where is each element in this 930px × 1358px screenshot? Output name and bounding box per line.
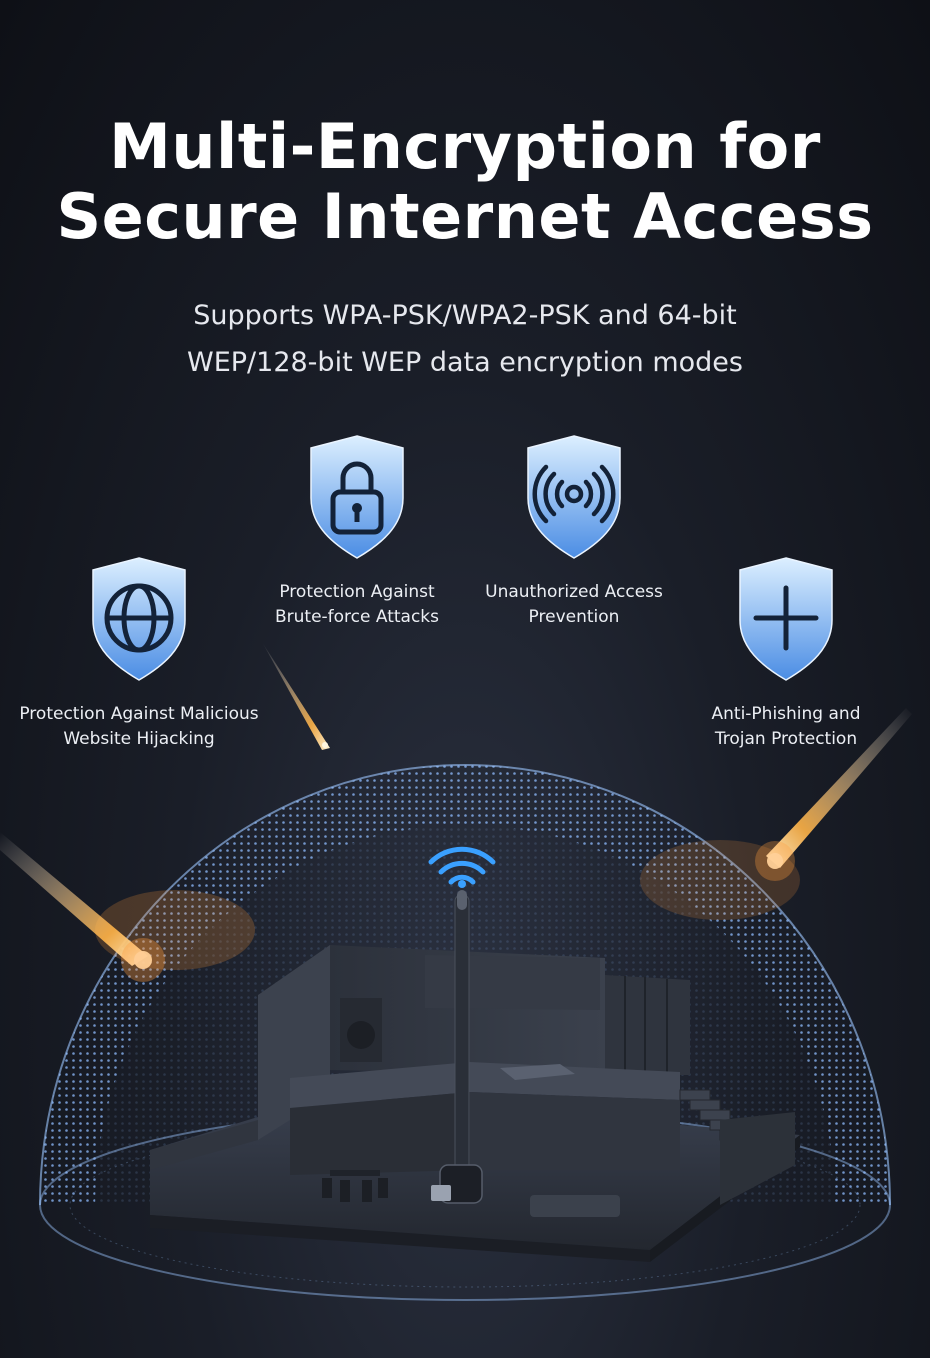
dome-impact-glow-right <box>640 840 800 920</box>
feature-caption-line-1: Protection Against Malicious <box>19 704 259 724</box>
subtitle-line-1: Supports WPA-PSK/WPA2-PSK and 64-bit <box>193 300 737 331</box>
meteor-left <box>0 832 148 966</box>
meteor-right <box>766 708 912 868</box>
feature-caption-line-1: Protection Against <box>279 582 435 602</box>
feature-caption-line-2: Website Hijacking <box>63 729 215 749</box>
page-subtitle: Supports WPA-PSK/WPA2-PSK and 64-bit WEP… <box>0 292 930 386</box>
meteor-left-glow <box>121 938 165 982</box>
meteor-right-head <box>767 853 783 869</box>
dome-impact-glow-left <box>95 890 255 970</box>
globe-icon <box>92 557 186 681</box>
padlock-icon <box>310 435 404 559</box>
feature-unauthorized-access: Unauthorized Access Prevention <box>470 434 678 630</box>
dome-outline <box>39 764 891 1206</box>
feature-caption-line-2: Brute-force Attacks <box>274 607 440 627</box>
meteor-small <box>262 642 330 750</box>
title-line-2: Secure Internet Access <box>56 180 874 253</box>
wifi-signal-icon <box>428 846 496 885</box>
signal-icon <box>527 435 621 559</box>
feature-caption-line-2: Trojan Protection <box>714 729 858 749</box>
plus-icon <box>739 557 833 681</box>
feature-caption-line-1: Unauthorized Access <box>485 582 663 602</box>
feature-website-hijacking: Protection Against Malicious Website Hij… <box>10 556 268 752</box>
meteor-left-head <box>134 951 152 969</box>
page-title: Multi-Encryption for Secure Internet Acc… <box>0 112 930 252</box>
feature-brute-force: Protection Against Brute-force Attacks <box>250 434 464 630</box>
feature-anti-phishing: Anti-Phishing and Trojan Protection <box>686 556 886 752</box>
feature-caption-line-2: Prevention <box>528 607 620 627</box>
title-line-1: Multi-Encryption for <box>109 110 821 183</box>
meteor-small-head <box>322 742 328 748</box>
usb-wifi-adapter <box>431 890 483 1204</box>
subtitle-line-2: WEP/128-bit WEP data encryption modes <box>187 347 743 378</box>
meteor-right-glow <box>755 841 795 881</box>
feature-caption-line-1: Anti-Phishing and <box>711 704 861 724</box>
